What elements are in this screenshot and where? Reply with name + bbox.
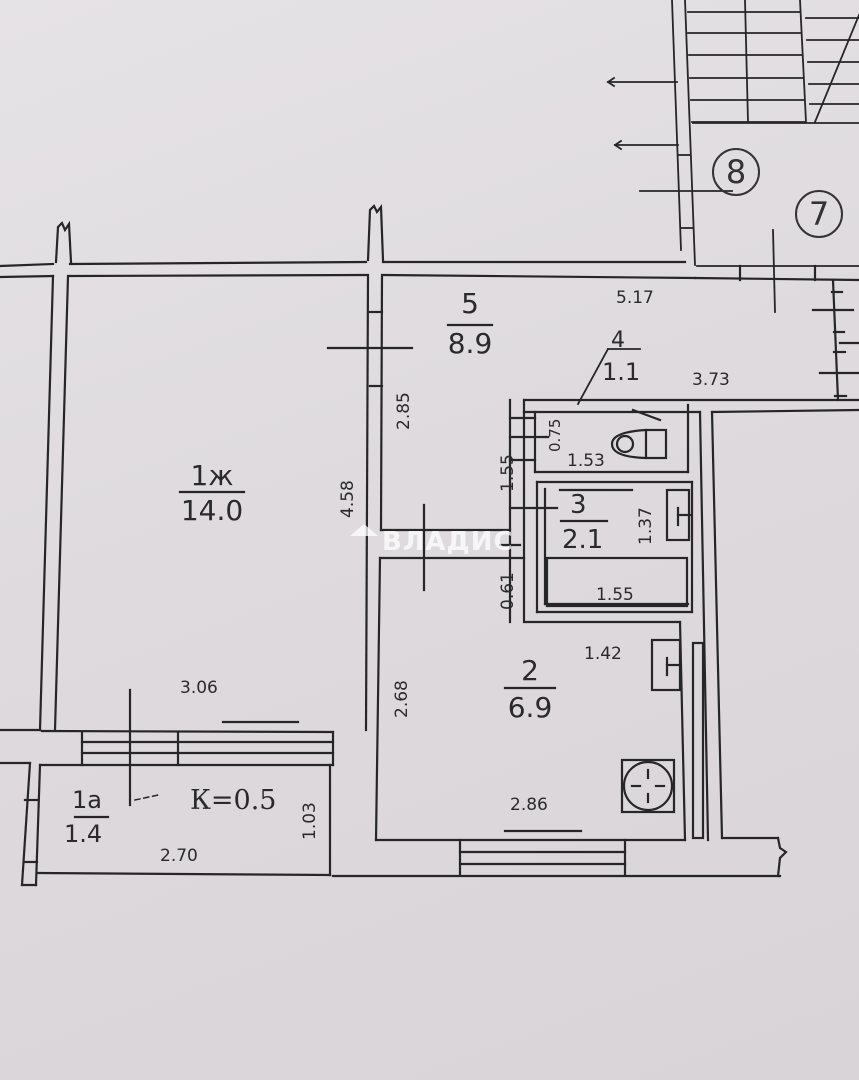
watermark-text: ВЛАДИС [382, 527, 514, 557]
dim-balcony-width: 2.70 [160, 846, 198, 866]
dim-wc-block-height: 1.55 [498, 454, 518, 492]
stair-marker-8: 8 [712, 148, 760, 196]
room-1zh-area: 14.0 [180, 494, 244, 527]
dim-hall-height: 2.85 [394, 392, 414, 430]
room-4-number: 4 [611, 328, 625, 353]
dim-living-width: 3.06 [180, 678, 218, 698]
room-1zh-number: 1ж [190, 459, 234, 492]
dim-living-height: 4.58 [338, 480, 358, 518]
dim-hall-width-right: 3.73 [692, 370, 730, 390]
stair-marker-7: 7 [795, 190, 843, 238]
room-5-number: 5 [461, 287, 479, 320]
dim-kitchen-side: 1.42 [584, 644, 622, 664]
dim-toilet-depth: 0.75 [546, 418, 564, 452]
room-2-number: 2 [521, 654, 539, 687]
room-5-area: 8.9 [447, 327, 493, 360]
dim-corridor-gap: 0.61 [498, 572, 518, 610]
dim-hall-length: 5.17 [616, 288, 654, 308]
room-3-area: 2.1 [562, 525, 604, 555]
room-1a-number: 1а [72, 786, 102, 814]
house-icon [350, 524, 378, 536]
watermark: ВЛАДИС [350, 524, 514, 557]
dim-kitchen-height: 2.68 [392, 680, 412, 718]
dim-balcony-depth: 1.03 [300, 802, 320, 840]
balcony-coefficient: К=0.5 [190, 785, 277, 816]
room-4-area: 1.1 [602, 358, 641, 386]
dim-kitchen-width: 2.86 [510, 795, 548, 815]
room-3-number: 3 [570, 490, 587, 520]
dim-bath-height: 1.37 [636, 507, 656, 545]
dim-toilet-width: 1.53 [567, 451, 605, 471]
dim-bath-width: 1.55 [596, 585, 634, 605]
room-1a-area: 1.4 [64, 820, 103, 848]
walls [0, 204, 859, 887]
staircase [606, 0, 859, 313]
room-2-area: 6.9 [507, 691, 553, 724]
